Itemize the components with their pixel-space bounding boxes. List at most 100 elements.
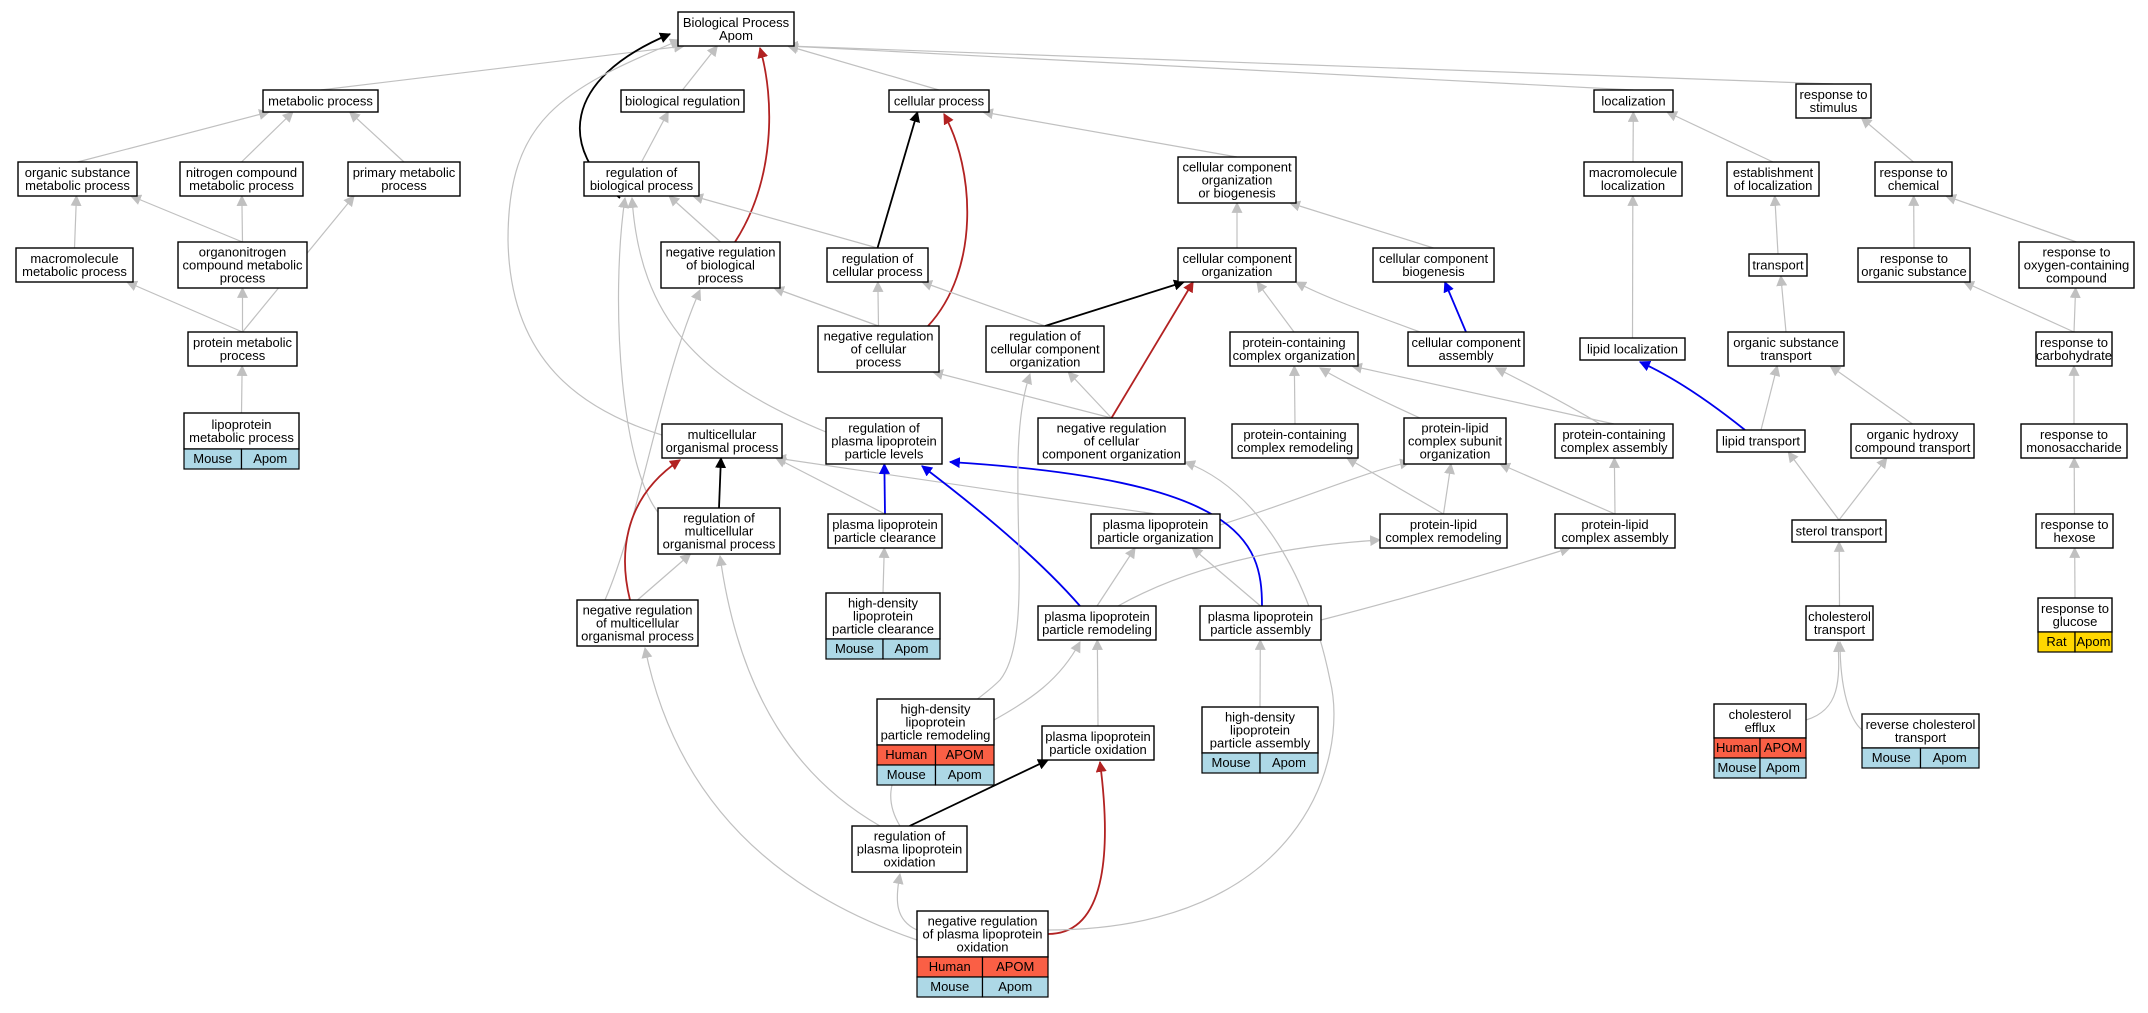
gene-label: Apom [895, 641, 929, 656]
gene-cell [1919, 747, 1980, 769]
term-node-localization[interactable]: localization [1593, 89, 1674, 113]
term-node-transport[interactable]: transport [1748, 253, 1808, 277]
term-label: organization [1420, 447, 1491, 462]
gene-label: Apom [998, 979, 1032, 994]
term-label: transport [1752, 258, 1804, 273]
edge-is-a [668, 195, 721, 243]
term-label: of plasma lipoprotein [923, 927, 1043, 942]
gene-label: APOM [1764, 740, 1802, 755]
term-node-metabolic[interactable]: metabolic process [262, 89, 379, 113]
term-label: of localization [1734, 178, 1813, 193]
term-label: response to [2043, 245, 2111, 260]
term-label: biological process [590, 178, 694, 193]
edge-is-a [993, 641, 1081, 721]
term-label: organic substance [1861, 264, 1967, 279]
species-label: Human [1716, 740, 1758, 755]
edge-is-a [1769, 194, 1781, 255]
term-label: regulation of [1009, 329, 1081, 344]
edge-is-a [1320, 545, 1572, 621]
term-label: organonitrogen [199, 245, 286, 260]
term-node-bioreg[interactable]: biological regulation [620, 89, 745, 113]
edge-is-a [1838, 457, 1888, 521]
term-label: sterol transport [1796, 524, 1883, 539]
edge-is-a [775, 457, 886, 515]
term-label: plasma lipoprotein [857, 842, 963, 857]
term-box [1372, 247, 1495, 283]
term-node-lipid-loc[interactable]: lipid localization [1579, 337, 1686, 361]
edge-is-a [786, 41, 1634, 91]
term-label: protein-lipid [1410, 517, 1477, 532]
term-label: protein-lipid [1581, 517, 1648, 532]
term-label: component organization [1042, 447, 1181, 462]
term-label: lipid localization [1587, 342, 1678, 357]
gene-cell [1259, 752, 1319, 774]
term-box [825, 592, 941, 640]
term-node-sterol-trans[interactable]: sterol transport [1791, 519, 1887, 543]
term-node-cellular[interactable]: cellular process [888, 89, 990, 113]
species-label: Mouse [193, 451, 232, 466]
term-label: regulation of [848, 421, 920, 436]
term-label: protein-containing [1242, 335, 1345, 350]
edge-is-a [1067, 371, 1112, 419]
term-label: chemical [1888, 178, 1939, 193]
term-node-lipid-trans[interactable]: lipid transport [1716, 429, 1806, 453]
term-label: negative regulation [928, 914, 1038, 929]
edge-is-a [2069, 286, 2081, 333]
edge-is-a [236, 194, 248, 243]
term-label: particle clearance [834, 530, 936, 545]
